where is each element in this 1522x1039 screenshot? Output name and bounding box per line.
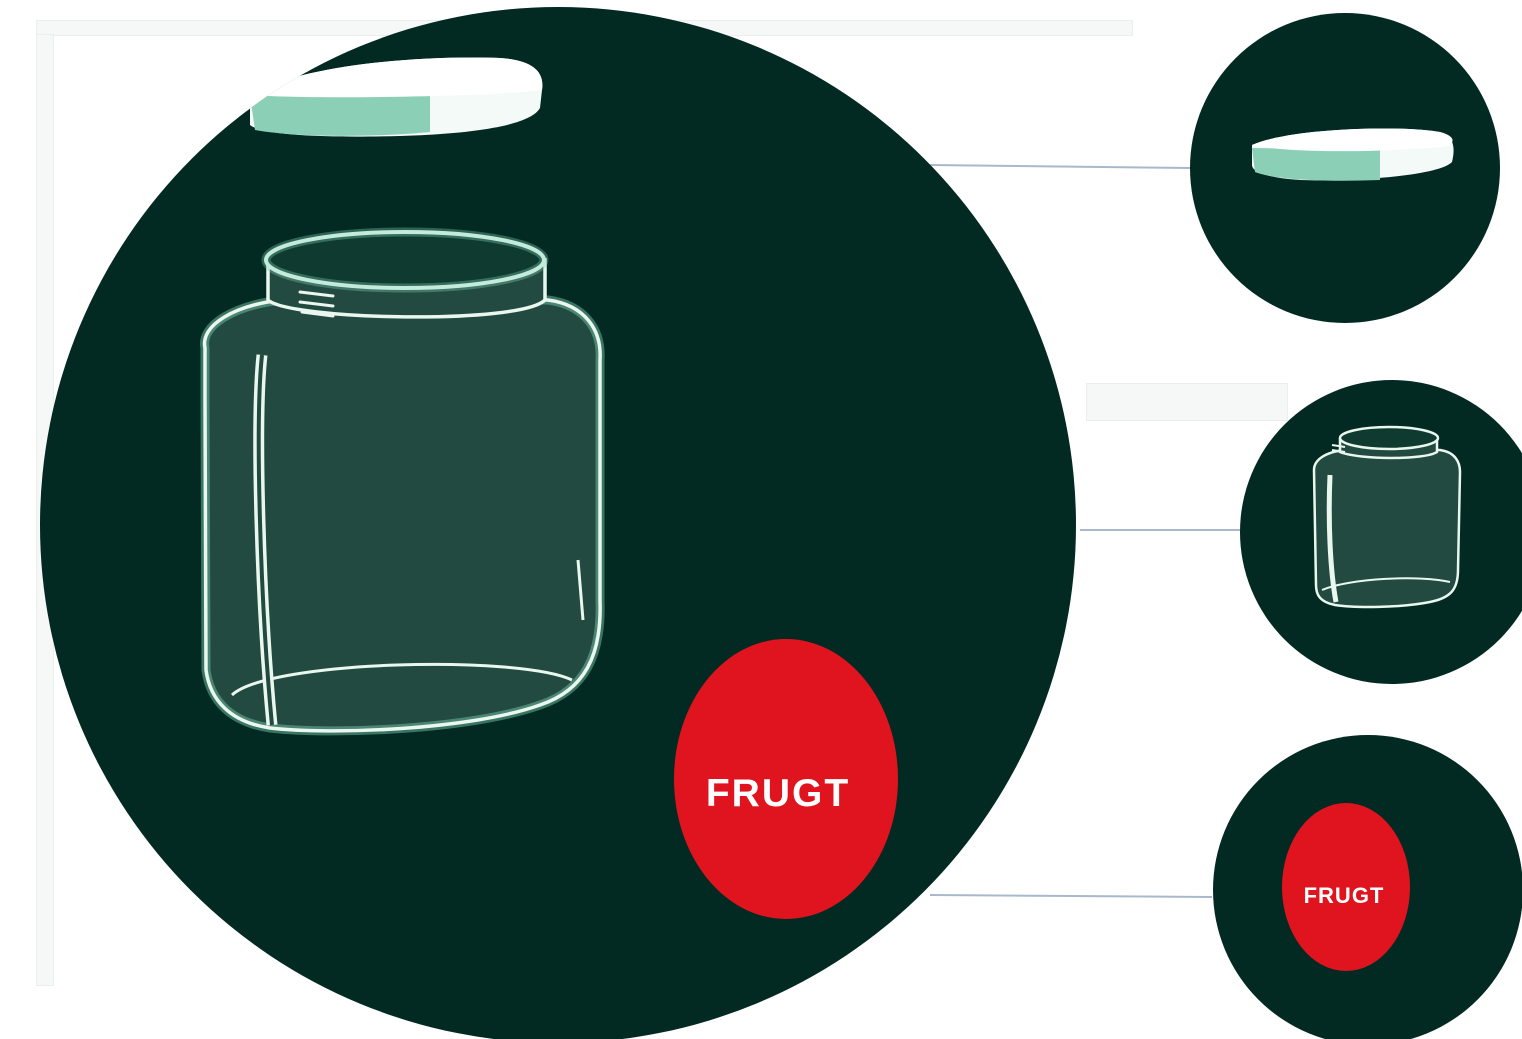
fruit-label-icon: FRUGT [1282,803,1410,971]
connector-label [930,895,1212,897]
part-circle-lid [1190,13,1500,323]
main-circle: FRUGT [40,7,1076,1039]
glass-jar-icon [1314,427,1460,607]
part-circle-jar [1240,380,1522,684]
part-label-text: FRUGT [1304,883,1385,908]
part-circle-label: FRUGT [1213,735,1522,1039]
main-label-text: FRUGT [706,772,850,815]
glass-jar-icon [205,232,601,731]
jar-lid-icon [250,57,542,136]
fruit-label-icon: FRUGT [674,639,898,919]
connector-lid [930,165,1192,168]
